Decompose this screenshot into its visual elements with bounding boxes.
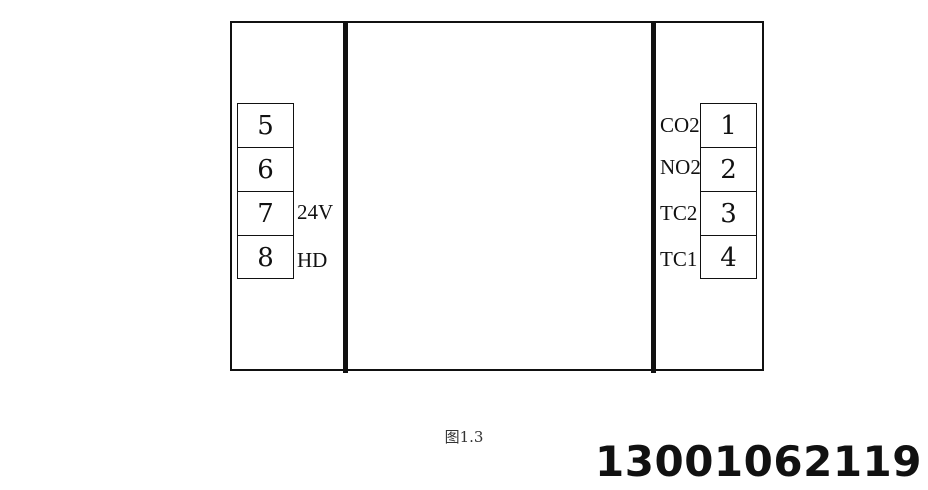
terminal-1: 1	[701, 104, 756, 148]
left-divider	[343, 21, 348, 373]
right-terminal-block: 1 2 3 4	[700, 103, 757, 279]
phone-number: 13001062119	[595, 437, 922, 486]
label-hd: HD	[297, 248, 328, 272]
terminal-4: 4	[720, 243, 737, 273]
terminal-5: 5	[238, 104, 293, 148]
terminal-8: 8	[257, 243, 274, 273]
figure-caption: 图1.3	[0, 426, 928, 447]
terminal-2: 2	[701, 148, 756, 192]
label-24v: 24V	[297, 200, 334, 224]
label-tc2: TC2	[660, 201, 698, 225]
terminal-3: 3	[701, 192, 756, 236]
label-co2: CO2	[660, 113, 700, 137]
device-outline	[230, 21, 764, 373]
terminal-6: 6	[238, 148, 293, 192]
left-terminal-block: 5 6 7 8	[237, 103, 294, 279]
right-divider	[651, 21, 656, 373]
label-tc1: TC1	[660, 247, 698, 271]
caption-text: 图1.3	[444, 428, 484, 446]
label-no2: NO2	[660, 155, 701, 179]
terminal-7: 7	[238, 192, 293, 236]
